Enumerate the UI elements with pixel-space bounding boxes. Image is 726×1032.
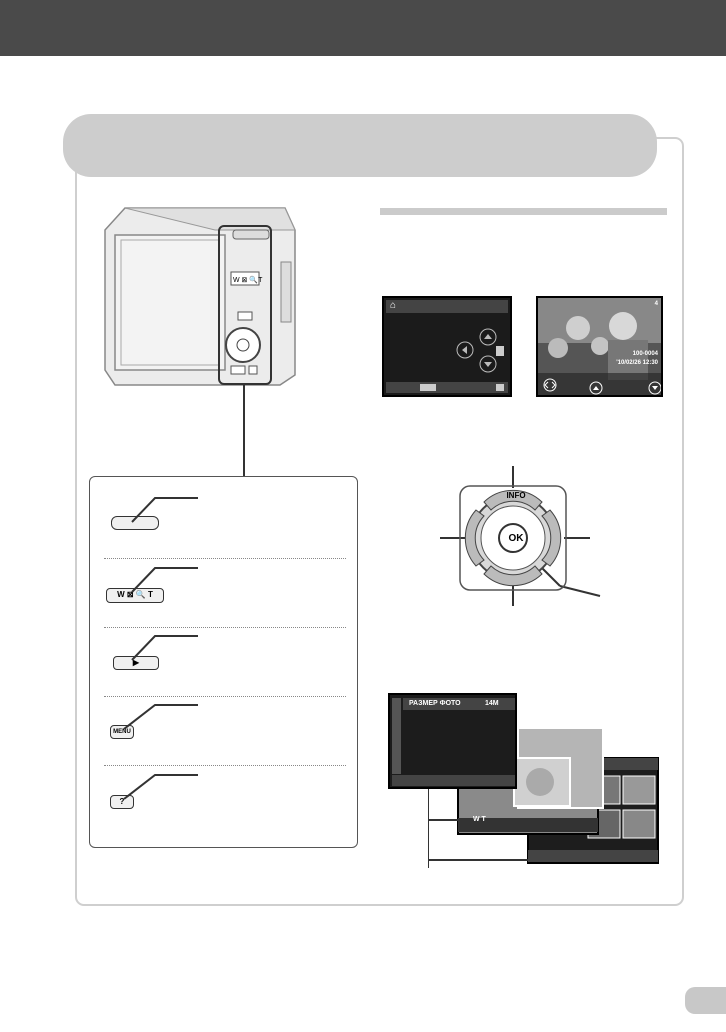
- divider: [104, 558, 346, 559]
- photo-nav-icons: [543, 378, 661, 395]
- menu-row-label: РАЗМЕР ФОТО: [409, 700, 461, 707]
- divider: [104, 696, 346, 697]
- ok-label: OK: [508, 533, 524, 544]
- playback-screen: 4 100-0004 '10/02/26 12:30: [536, 296, 663, 397]
- home-screen-footer: [386, 382, 508, 393]
- photo-datetime: '10/02/26 12:30: [616, 360, 658, 366]
- family-photo-image: [538, 298, 661, 395]
- header-band: [0, 0, 726, 56]
- home-screen: ⌂: [382, 296, 512, 397]
- home-screen-titlebar: ⌂: [386, 300, 508, 313]
- menu-row-value: 14M: [485, 700, 499, 707]
- subsection-rule: [380, 208, 667, 215]
- page-number-tab: [685, 987, 726, 1014]
- menu-row: РАЗМЕР ФОТО 14M: [403, 698, 515, 710]
- image-count: 4: [654, 301, 658, 307]
- controls-panel: [89, 476, 358, 848]
- divider: [104, 765, 346, 766]
- callout-line: [243, 384, 245, 476]
- menu-tab-column: [392, 698, 401, 774]
- arrow-keys-icon: [456, 328, 504, 373]
- arrow-pad-diagram: [440, 466, 601, 606]
- help-button-icon: ?: [110, 795, 134, 809]
- help-callout: [123, 774, 198, 800]
- shutter-callout: [131, 497, 198, 523]
- home-icon: ⌂: [390, 300, 397, 311]
- zoom-callout: [131, 567, 198, 593]
- file-number: 100-0004: [632, 351, 658, 357]
- zoom-wt-label: W T: [473, 816, 486, 823]
- camera-illustration: W ⊠ 🔍T: [104, 207, 296, 386]
- svg-text:W ⊠ 🔍T: W ⊠ 🔍T: [233, 275, 263, 284]
- menu-button-icon: MENU: [110, 725, 134, 739]
- stacked-screens: [428, 727, 659, 868]
- divider: [104, 627, 346, 628]
- shutter-button-icon: [111, 516, 159, 530]
- menu-screen-footer: [392, 775, 515, 786]
- info-label: INFO: [506, 491, 526, 500]
- section-title: [63, 114, 657, 177]
- menu-screen: РАЗМЕР ФОТО 14M: [388, 693, 517, 789]
- menu-callout: [123, 704, 198, 730]
- playback-callout: [131, 635, 198, 661]
